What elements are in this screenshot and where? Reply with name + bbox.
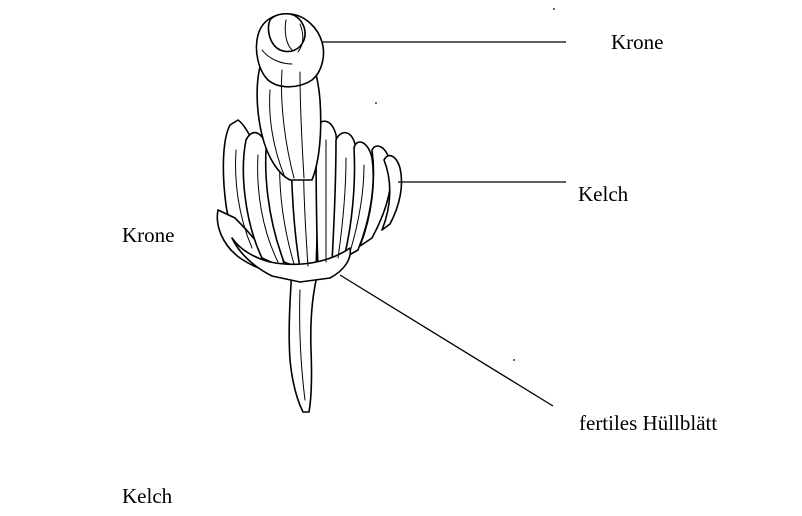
speck — [375, 102, 377, 104]
label-fertiles-huellblatt: fertiles Hüllblätt — [579, 413, 717, 434]
stem — [289, 268, 318, 412]
leader-line-fertile — [340, 275, 553, 406]
speck — [513, 359, 515, 361]
label-kelch-left: Kelch — [122, 486, 172, 507]
label-krone-right: Krone — [611, 32, 663, 53]
speck — [553, 8, 555, 10]
label-kelch-right: Kelch — [578, 184, 628, 205]
label-krone-left: Krone — [122, 225, 174, 246]
